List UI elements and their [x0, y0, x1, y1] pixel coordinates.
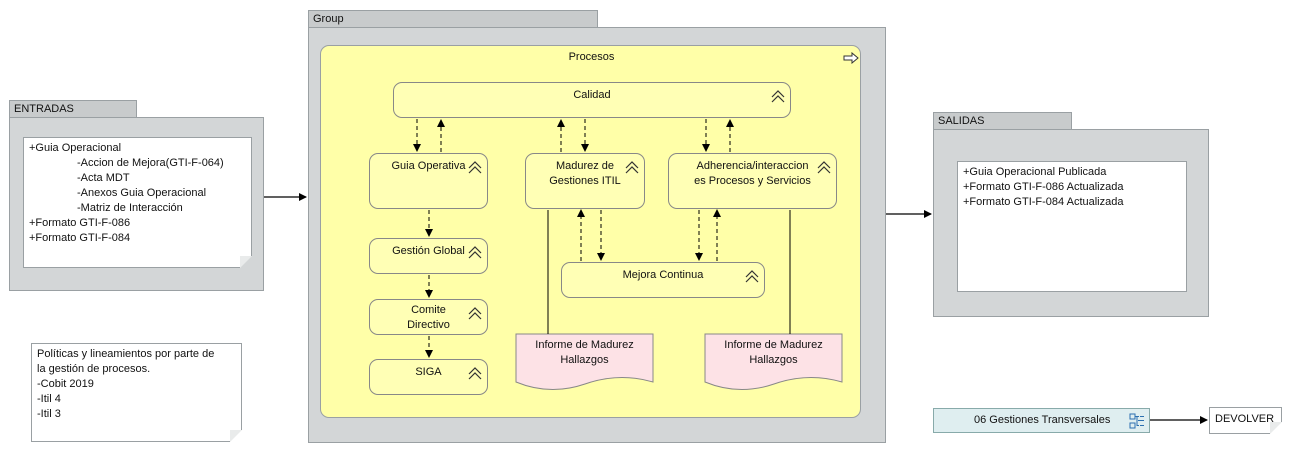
informe-right-label-2: Hallazgos [749, 354, 798, 366]
salidas-item: +Guia Operacional Publicada [963, 166, 1107, 178]
entradas-item: -Acta MDT [77, 172, 130, 184]
event-chevron-icon [467, 244, 483, 265]
node-comite-label-2: Directivo [407, 319, 450, 331]
node-madurez-label-2: Gestiones ITIL [549, 175, 621, 187]
salidas-item: +Formato GTI-F-084 Actualizada [963, 196, 1124, 208]
node-adherencia-label-1: Adherencia/interaccion [696, 160, 809, 172]
politicas-line: -Cobit 2019 [37, 378, 94, 390]
entradas-group[interactable]: +Guia Operacional -Accion de Mejora(GTI-F… [9, 117, 264, 291]
entradas-item: -Accion de Mejora(GTI-F-064) [77, 157, 224, 169]
node-madurez[interactable]: Madurez de Gestiones ITIL [525, 153, 645, 209]
group-title: Group [308, 10, 598, 28]
salidas-note: +Guia Operacional Publicada +Formato GTI-… [957, 161, 1187, 292]
note-fold [230, 430, 242, 442]
node-gestion-global[interactable]: Gestión Global [369, 238, 488, 274]
salidas-item: +Formato GTI-F-086 Actualizada [963, 181, 1124, 193]
informe-right[interactable]: Informe de Madurez Hallazgos [705, 338, 842, 368]
subprocess-icon [1129, 413, 1145, 438]
informe-right-label-1: Informe de Madurez [724, 339, 823, 351]
politicas-line: -Itil 4 [37, 393, 61, 405]
node-guia-operativa[interactable]: Guia Operativa [369, 153, 488, 209]
devolver-note[interactable]: DEVOLVER [1209, 407, 1282, 434]
node-mejora-continua-label: Mejora Continua [622, 269, 704, 281]
node-madurez-label-1: Madurez de [555, 160, 615, 172]
node-comite-label-1: Comite [411, 304, 446, 316]
devolver-label: DEVOLVER [1215, 413, 1275, 425]
node-mejora-continua[interactable]: Mejora Continua [561, 262, 765, 298]
node-calidad[interactable]: Calidad [393, 82, 791, 118]
document-shape [704, 333, 843, 391]
note-fold [240, 256, 252, 268]
politicas-list: Políticas y lineamientos por parte de la … [37, 347, 236, 422]
node-comite-directivo[interactable]: Comite Directivo [369, 299, 488, 335]
note-fold [1270, 422, 1282, 434]
node-adherencia-label-2: es Procesos y Servicios [694, 175, 811, 187]
event-chevron-icon [624, 159, 640, 180]
entradas-item: +Formato GTI-F-084 [29, 232, 131, 244]
politicas-line: Políticas y lineamientos por parte de [37, 348, 215, 360]
node-siga[interactable]: SIGA [369, 359, 488, 395]
event-chevron-icon [744, 268, 760, 289]
entradas-list: +Guia Operacional -Accion de Mejora(GTI-F… [29, 141, 246, 246]
entradas-item: -Matriz de Interacción [77, 202, 183, 214]
informe-left-label-1: Informe de Madurez [535, 339, 634, 351]
salidas-title: SALIDAS [933, 112, 1072, 130]
entradas-note: +Guia Operacional -Accion de Mejora(GTI-F… [23, 137, 252, 268]
event-chevron-icon [770, 88, 786, 109]
event-chevron-icon [467, 305, 483, 326]
entradas-item: +Guia Operacional [29, 142, 122, 154]
entradas-item: +Formato GTI-F-086 [29, 217, 131, 229]
informe-left-label-2: Hallazgos [560, 354, 609, 366]
salidas-group[interactable]: +Guia Operacional Publicada +Formato GTI-… [933, 129, 1209, 317]
event-chevron-icon [467, 365, 483, 386]
node-guia-operativa-label: Guia Operativa [391, 160, 466, 172]
node-adherencia[interactable]: Adherencia/interaccion es Procesos y Ser… [668, 153, 837, 209]
node-siga-label: SIGA [415, 366, 442, 378]
politicas-line: la gestión de procesos. [37, 363, 151, 375]
procesos-label: Procesos [568, 51, 615, 63]
entradas-title: ENTRADAS [9, 100, 137, 118]
salidas-list: +Guia Operacional Publicada +Formato GTI-… [963, 165, 1181, 210]
node-gestion-global-label: Gestión Global [392, 245, 465, 257]
politicas-line: -Itil 3 [37, 408, 61, 420]
entradas-item: -Anexos Guia Operacional [77, 187, 207, 199]
politicas-note[interactable]: Políticas y lineamientos por parte de la … [31, 343, 242, 442]
informe-left[interactable]: Informe de Madurez Hallazgos [516, 338, 653, 368]
gestiones-transversales[interactable]: 06 Gestiones Transversales [933, 408, 1150, 433]
event-chevron-icon [467, 159, 483, 180]
document-shape [515, 333, 654, 391]
arrow-right-icon [843, 51, 859, 67]
gestiones-transversales-label: 06 Gestiones Transversales [974, 414, 1111, 426]
node-calidad-label: Calidad [573, 89, 611, 101]
event-chevron-icon [816, 159, 832, 180]
